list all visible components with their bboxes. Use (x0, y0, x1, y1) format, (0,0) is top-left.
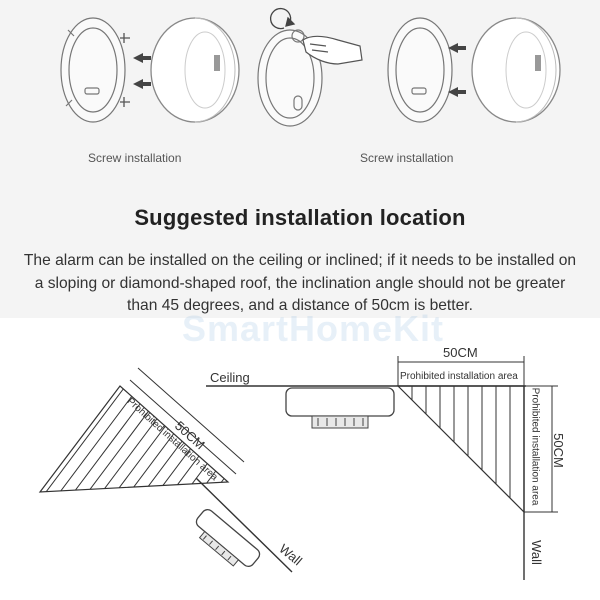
arrow-icon (448, 43, 466, 97)
distance-label-horizontal: 50CM (443, 345, 478, 360)
base-plate-illustration-2 (257, 29, 323, 127)
prohibited-area-label-vertical: Prohibited installation area (529, 387, 541, 506)
wall-label-vertical: Wall (528, 540, 544, 565)
alarm-device-illustration-1 (150, 17, 240, 123)
installation-description: The alarm can be installed on the ceilin… (23, 252, 577, 314)
prohibited-area-corner (396, 385, 525, 514)
location-diagram-panel (0, 318, 600, 600)
wall-line-inclined (195, 477, 293, 573)
alarm-device-ceiling (285, 387, 395, 429)
screw-installation-illustrations (60, 8, 561, 127)
dimension-inclined (137, 367, 245, 463)
dimension-horizontal (397, 356, 525, 386)
screw-icon (120, 33, 130, 107)
distance-label-vertical: 50CM (550, 433, 566, 468)
screw-installation-caption-right: Screw installation (360, 151, 454, 165)
section-heading: Suggested installation location (134, 205, 466, 230)
screw-installation-caption-left: Screw installation (88, 151, 182, 165)
alarm-device-illustration-2 (471, 17, 561, 123)
rotate-arrow-icon (270, 8, 296, 30)
ceiling-label: Ceiling (210, 370, 250, 385)
base-plate-illustration-3 (387, 17, 453, 123)
arrow-icon (133, 53, 151, 89)
prohibited-area-label-top: Prohibited installation area (400, 371, 518, 382)
dimension-vertical (524, 385, 558, 513)
alarm-device-inclined (195, 509, 261, 567)
hand-icon (302, 35, 363, 65)
base-plate-illustration-1 (60, 17, 126, 123)
brand-watermark: SmartHomeKit (182, 308, 445, 349)
